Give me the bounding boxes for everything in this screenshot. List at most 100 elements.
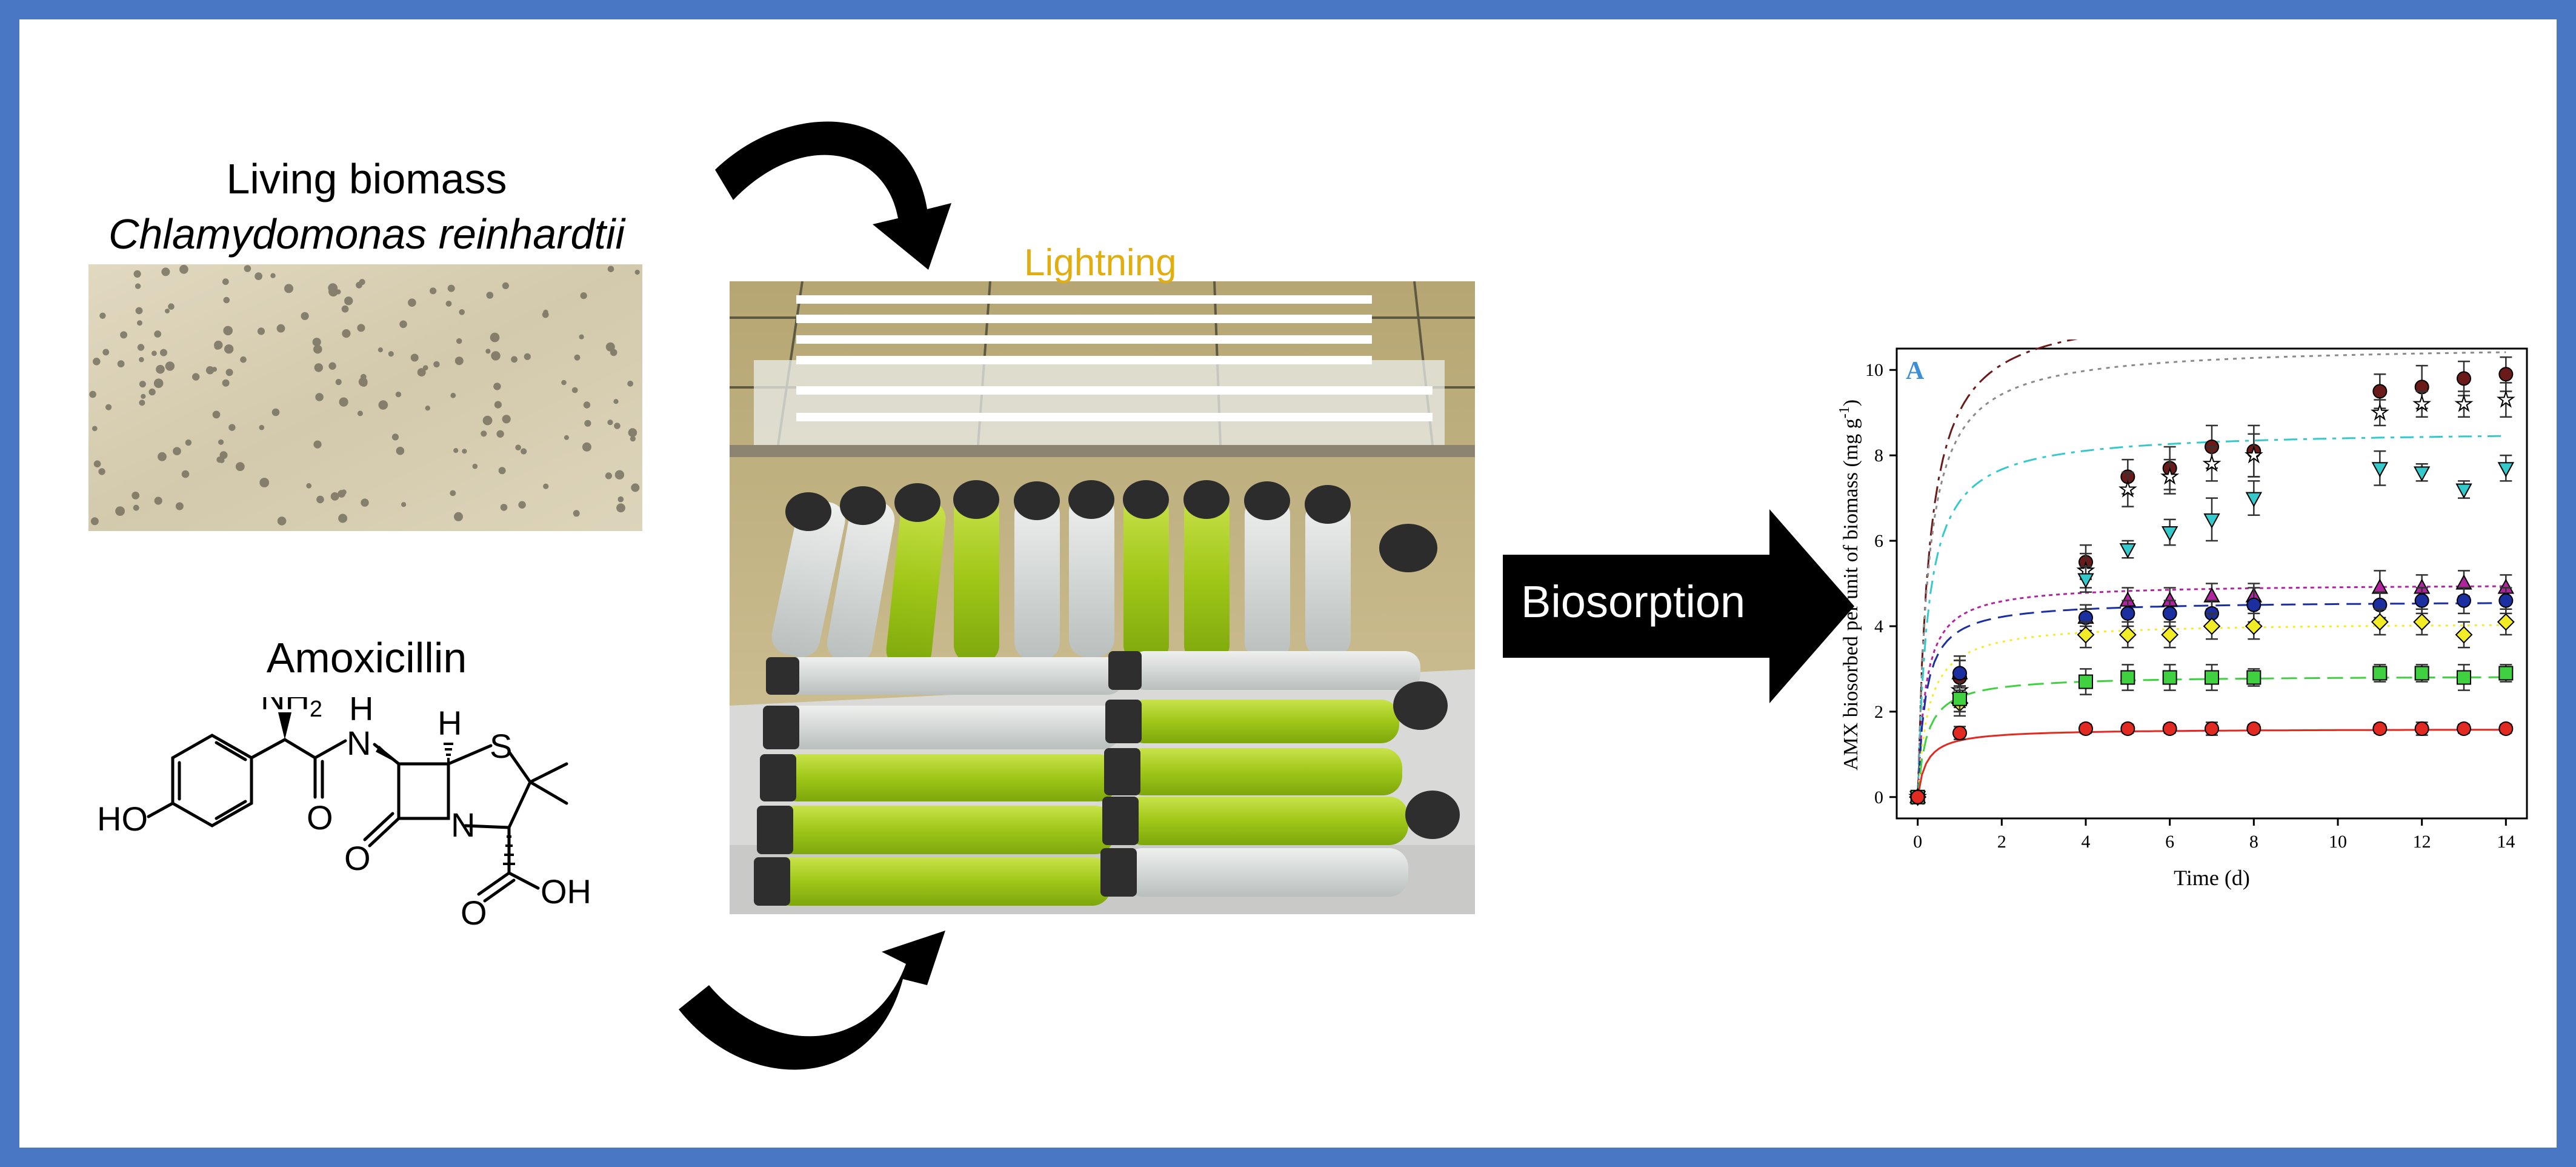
- data-point: [2244, 445, 2263, 464]
- data-point: [2371, 462, 2389, 478]
- data-point: [2120, 721, 2135, 737]
- data-point: [2496, 390, 2515, 408]
- atom-h-bridgehead: H: [438, 704, 462, 742]
- panel-letter: A: [1906, 357, 1925, 385]
- y-tick-label: 8: [1874, 446, 1883, 466]
- data-point: [2078, 674, 2093, 689]
- data-point: [2372, 384, 2388, 399]
- data-point: [2371, 613, 2389, 631]
- data-point: [2457, 721, 2471, 737]
- data-point: [1952, 666, 1967, 681]
- data-point: [2161, 526, 2178, 542]
- atom-oh: OH: [541, 872, 591, 911]
- curved-arrow-top-icon: [715, 121, 951, 270]
- atom-h-amide: H: [349, 697, 373, 727]
- species-name: Chlamydomonas reinhardtii: [108, 210, 625, 258]
- data-point: [2118, 480, 2137, 498]
- data-point: [2160, 467, 2180, 485]
- y-tick-label: 2: [1874, 702, 1883, 722]
- data-point: [2370, 403, 2389, 421]
- curved-arrow-bottom-icon: [679, 931, 945, 1070]
- atom-ho: HO: [97, 800, 148, 838]
- microalgae-micrograph: [88, 264, 642, 531]
- data-point: [2162, 721, 2177, 737]
- data-point: [2162, 606, 2177, 621]
- fit-curve: [1917, 676, 2506, 797]
- biosorption-label: Biosorption: [1521, 577, 1746, 627]
- atom-o-carboxyl: O: [461, 894, 487, 932]
- x-tick-label: 10: [2329, 832, 2347, 852]
- x-tick-label: 12: [2413, 832, 2431, 852]
- data-point: [2454, 394, 2474, 412]
- data-point: [2414, 721, 2429, 737]
- data-point: [2078, 721, 2093, 737]
- y-tick-label: 10: [1865, 360, 1883, 380]
- data-point: [2497, 613, 2515, 631]
- data-point: [2246, 721, 2261, 737]
- atom-nh2: NH2: [261, 697, 322, 722]
- data-point: [2120, 670, 2135, 685]
- data-point: [2119, 543, 2137, 559]
- data-point: [2162, 670, 2177, 685]
- data-point: [2413, 466, 2431, 482]
- biosorption-kinetics-chart: A 0 2 4 6 8 10 12 14 0 2 4 6 8 10 Time (d) AMX biosor…: [1837, 339, 2528, 890]
- data-point: [2205, 721, 2219, 737]
- y-axis-label: AMX biosorbed per unit of biomass (mg g-…: [1837, 400, 1862, 771]
- data-point: [2245, 617, 2263, 635]
- data-point: [2498, 666, 2514, 681]
- fit-curve: [1917, 351, 2506, 797]
- data-point: [2077, 626, 2095, 644]
- data-point: [2205, 670, 2219, 685]
- data-point: [1952, 691, 1967, 706]
- x-axis-label: Time (d): [2174, 866, 2250, 890]
- data-point: [2245, 492, 2263, 507]
- data-point: [2203, 513, 2220, 529]
- y-tick-label: 0: [1874, 787, 1883, 808]
- x-tick-label: 8: [2249, 832, 2258, 852]
- data-point: [2414, 666, 2429, 681]
- data-point: [2498, 593, 2514, 608]
- amoxicillin-structure: NH2 H N H S HO O O N O OH: [97, 697, 591, 932]
- data-point: [2202, 453, 2222, 472]
- data-point: [2372, 666, 2388, 681]
- atom-o-lactam: O: [344, 839, 371, 877]
- x-tick-label: 14: [2497, 832, 2515, 852]
- data-point: [2414, 593, 2429, 608]
- y-tick-label: 4: [1874, 617, 1883, 637]
- data-point: [1952, 726, 1967, 741]
- atom-s: S: [490, 727, 512, 765]
- fit-curve: [1917, 435, 2506, 797]
- data-point: [2077, 573, 2094, 589]
- x-tick-label: 0: [1913, 832, 1922, 852]
- atom-o-amide: O: [307, 798, 333, 837]
- data-point: [2246, 597, 2261, 612]
- amoxicillin-title: Amoxicillin: [266, 634, 467, 681]
- data-point: [2455, 483, 2472, 499]
- data-point: [2457, 371, 2471, 386]
- photobioreactor-photo: [730, 281, 1475, 914]
- data-point: [2120, 606, 2135, 621]
- data-point: [2412, 394, 2432, 412]
- x-tick-label: 2: [1997, 832, 2006, 852]
- living-biomass-title: Living biomass: [226, 155, 507, 202]
- x-tick-label: 4: [2082, 832, 2091, 852]
- data-point: [2413, 613, 2431, 631]
- fit-curve: [1917, 339, 2078, 797]
- data-point: [2497, 462, 2515, 478]
- data-point: [2455, 626, 2473, 644]
- x-tick-label: 6: [2165, 832, 2174, 852]
- data-point: [2498, 367, 2514, 382]
- data-point: [2457, 670, 2471, 685]
- y-tick-label: 6: [1874, 531, 1883, 551]
- data-point: [2203, 617, 2221, 635]
- atom-n-ring: N: [451, 806, 475, 844]
- data-point: [1910, 789, 1925, 804]
- data-point: [2161, 626, 2179, 644]
- biosorption-arrow-icon: [1503, 509, 1854, 703]
- data-point: [2457, 593, 2471, 608]
- data-point: [2118, 626, 2137, 644]
- lightning-label: Lightning: [1024, 242, 1177, 284]
- data-point: [2372, 721, 2388, 737]
- atom-n-amide: N: [347, 724, 371, 762]
- data-point: [2246, 670, 2261, 685]
